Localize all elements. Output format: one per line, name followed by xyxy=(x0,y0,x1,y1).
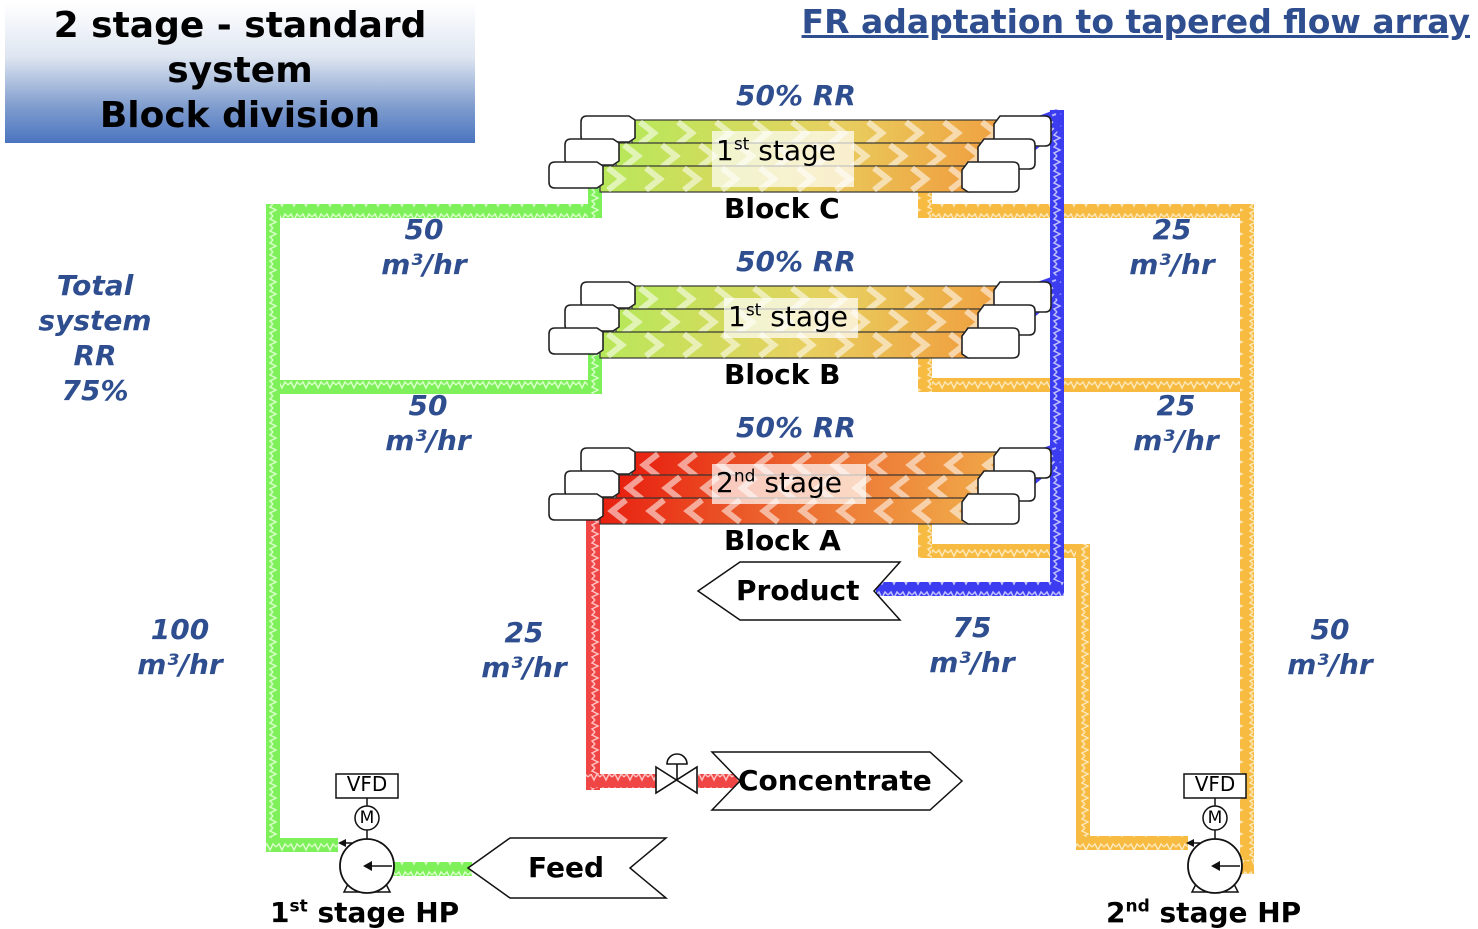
flow-value: 100 xyxy=(150,613,210,646)
title-box: 2 stage - standard system Block division xyxy=(5,3,475,143)
flow-unit: m³/hr xyxy=(929,646,1015,679)
feed-arrow xyxy=(466,837,669,899)
valve-icon xyxy=(655,753,698,795)
block-a-name: Block A xyxy=(724,524,841,557)
second-stage-hp-label: 2nd stage HP xyxy=(1106,896,1301,929)
stage-word: stage xyxy=(764,466,843,499)
pump-suffix: nd xyxy=(1125,896,1150,917)
block-b-rr: 50% RR xyxy=(736,245,856,278)
flow-feed-main: 100 m³/hr xyxy=(110,612,250,682)
block-c-name: Block C xyxy=(724,192,840,225)
pump-word: stage HP xyxy=(1159,896,1302,929)
title-line-1: 2 stage - standard xyxy=(53,5,427,46)
red-concentrate-pipe xyxy=(586,508,740,790)
green-feed-pipes xyxy=(266,172,602,876)
flow-value: 50 xyxy=(404,213,444,246)
flow-value: 25 xyxy=(1152,213,1192,246)
flow-value: 25 xyxy=(1156,389,1196,422)
flow-unit: m³/hr xyxy=(481,651,567,684)
first-stage-hp-label: 1st stage HP xyxy=(270,896,459,929)
flow-unit: m³/hr xyxy=(381,248,467,281)
product-label: Product xyxy=(736,574,860,607)
block-c-rr: 50% RR xyxy=(736,79,856,112)
pump-icon xyxy=(1186,838,1243,894)
second-vfd-label: VFD xyxy=(1194,772,1236,796)
stage-number: 2 xyxy=(716,466,734,499)
block-b-vessels xyxy=(548,281,1052,359)
total-rr-label: Total system RR 75% xyxy=(20,268,170,408)
stage-suffix: nd xyxy=(733,466,756,487)
block-a-rr: 50% RR xyxy=(736,411,856,444)
concentrate-arrow xyxy=(710,751,964,811)
second-motor-label: M xyxy=(1207,808,1223,828)
pump-number: 1 xyxy=(270,896,290,929)
flow-unit: m³/hr xyxy=(137,648,223,681)
total-rr-line-1: Total xyxy=(56,269,134,302)
first-stage-pump xyxy=(335,773,399,894)
title-line-2: system xyxy=(167,50,313,91)
pump-icon xyxy=(338,838,395,894)
total-rr-line-4: 75% xyxy=(61,374,129,407)
pump-word: stage HP xyxy=(317,896,460,929)
flow-left-b: 50 m³/hr xyxy=(358,388,498,458)
stage-suffix: st xyxy=(745,300,762,321)
product-arrow xyxy=(696,561,902,621)
first-vfd-label: VFD xyxy=(346,772,388,796)
total-rr-line-3: RR xyxy=(73,339,117,372)
flow-value: 25 xyxy=(504,616,544,649)
flow-left-c: 50 m³/hr xyxy=(354,212,494,282)
block-c-vessels xyxy=(548,115,1052,193)
stage-suffix: st xyxy=(733,134,750,155)
block-b-name: Block B xyxy=(724,358,841,391)
flow-value: 50 xyxy=(408,389,448,422)
stage-word: stage xyxy=(758,134,836,167)
total-rr-line-2: system xyxy=(38,304,152,337)
first-motor-label: M xyxy=(359,808,375,828)
flow-second-stage: 50 m³/hr xyxy=(1260,612,1400,682)
block-b-stage-label: 1st stage xyxy=(728,300,848,333)
pump-suffix: st xyxy=(289,896,308,917)
flow-unit: m³/hr xyxy=(385,424,471,457)
flow-unit: m³/hr xyxy=(1129,248,1215,281)
flow-right-c: 25 m³/hr xyxy=(1102,212,1242,282)
pump-number: 2 xyxy=(1106,896,1126,929)
stage-number: 1 xyxy=(728,300,746,333)
concentrate-label: Concentrate xyxy=(738,764,932,797)
flow-value: 50 xyxy=(1310,613,1350,646)
title-line-3: Block division xyxy=(99,95,381,136)
flow-concentrate: 25 m³/hr xyxy=(454,615,594,685)
block-c-stage-label: 1st stage xyxy=(716,134,836,167)
flow-right-b: 25 m³/hr xyxy=(1106,388,1246,458)
flow-value: 75 xyxy=(952,611,992,644)
block-a-vessels xyxy=(548,447,1052,525)
second-stage-pump xyxy=(1183,773,1247,894)
block-a-stage-label: 2nd stage xyxy=(716,466,842,499)
header-link[interactable]: FR adaptation to tapered flow array xyxy=(801,2,1470,41)
flow-unit: m³/hr xyxy=(1133,424,1219,457)
feed-label: Feed xyxy=(528,851,605,884)
stage-word: stage xyxy=(770,300,848,333)
flow-product: 75 m³/hr xyxy=(902,610,1042,680)
flow-unit: m³/hr xyxy=(1287,648,1373,681)
stage-number: 1 xyxy=(716,134,734,167)
